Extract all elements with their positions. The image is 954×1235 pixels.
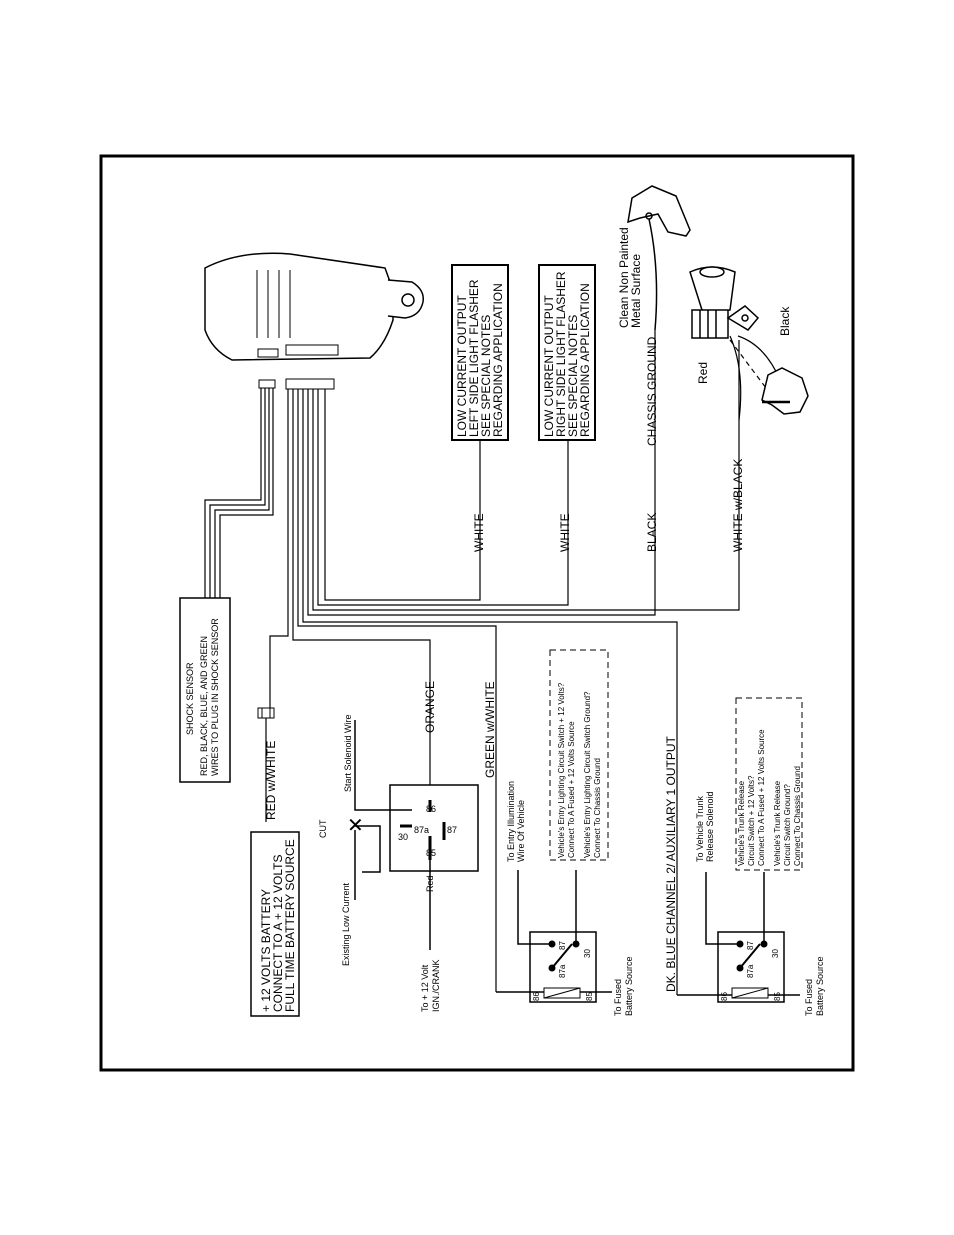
start-solenoid-label: Start Solenoid Wire [343,714,353,792]
entry-note-box [549,649,609,861]
trunk-pin-87a: 87a [746,964,755,978]
trunk-note-box [735,697,803,871]
trunk-note-3: Connect To A Fused + 12 Volts Source [757,729,766,866]
entry-pin-86: 86 [532,992,541,1001]
starter-pin-85: 85 [426,848,436,858]
right-flasher-line-2: RIGHT SIDE LIGHT FLASHER [554,271,568,437]
siren-mount [761,367,809,415]
entry-relay-wires [496,870,612,993]
entry-note-3: Vehicle's Entry Lighting Circuit Switch … [583,691,592,858]
label-white-1: WHITE [472,513,486,552]
label-white-2: WHITE [558,513,572,552]
entry-pin-85: 85 [585,992,594,1001]
entry-pin-87: 87 [558,941,567,950]
entry-pin-30: 30 [583,949,592,958]
left-flasher-line-1: LOW CURRENT OUTPUT [455,295,469,437]
trunk-pin-30: 30 [771,949,780,958]
ign-line-1: To + 12 Volt [420,964,430,1012]
shock-sensor-box [179,597,231,783]
ground-bracket [627,185,691,331]
trunk-pin-87: 87 [746,941,755,950]
starter-pin-87: 87 [447,825,457,835]
label-orange: ORANGE [423,681,437,733]
battery-line-1: + 12 VOLTS BATTERY [259,889,273,1012]
shock-sensor-line-3: WIRES TO PLUG IN SHOCK SENSOR [210,618,220,776]
to-entry-line-1: To Entry Illumination [506,781,516,862]
ground-note-1: Clean Non Painted [617,227,631,328]
label-channel2: DK. BLUE CHANNEL 2/ AUXILIARY 1 OUTPUT [664,735,678,992]
starter-red-label: Red [425,875,435,892]
left-flasher-line-4: REGARDING APPLICATION [491,283,505,437]
trunk-pin-85: 85 [773,992,782,1001]
entry-note-4: Connect To Chassis Ground [593,758,602,858]
battery-line-3: FULL TIME BATTERY SOURCE [283,839,297,1012]
battery-line-2: CONNECT TO A + 12 VOLTS [271,854,285,1012]
shock-sensor-line-2: RED, BLACK, BLUE, AND GREEN [199,636,209,776]
right-flasher-box [538,264,596,441]
starter-relay [389,784,479,872]
inline-fuse [257,707,275,822]
harness-wires [204,330,740,995]
trunk-note-1: Vehicle's Trunk Release [737,780,746,866]
shock-sensor-line-1: SHOCK SENSOR [185,662,195,735]
left-flasher-box [451,264,509,441]
right-flasher-line-4: REGARDING APPLICATION [578,283,592,437]
to-trunk-line-1: To Vehicle Trunk [695,795,705,862]
label-chassis-ground: CHASSIS GROUND [645,336,659,446]
siren-black-label: Black [778,306,792,336]
ground-note-2: Metal Surface [629,254,643,328]
entry-pin-87a: 87a [558,964,567,978]
harness-connector-main [285,378,335,390]
label-red-white: RED w/WHITE [264,741,278,820]
label-black: BLACK [645,513,659,552]
cut-label: CUT [318,819,328,838]
entry-note-1: Vehicle's Entry Lighting Circuit Switch … [557,682,566,858]
battery-box [250,831,300,1017]
starter-pin-30: 30 [398,832,408,842]
siren [689,266,760,339]
label-green-white: GREEN w/WHITE [483,681,497,778]
to-trunk-line-2: Release Solenoid [705,791,715,862]
trunk-note-4: Vehicle's Trunk Release [773,780,782,866]
trunk-note-2: Circuit Switch + 12 Volts? [747,775,756,866]
entry-note-2: Connect To A Fused + 12 Volts Source [567,721,576,858]
existing-low-current-label: Existing Low Current [341,882,351,966]
trunk-note-6: Connect To Chassis Ground [793,766,802,866]
cut-x: ✕ [347,815,364,837]
left-flasher-line-2: LEFT SIDE LIGHT FLASHER [467,279,481,437]
trunk-fused-1: To Fused [804,979,814,1016]
left-flasher-line-3: SEE SPECIAL NOTES [479,315,493,437]
to-entry-line-2: Wire Of Vehicle [516,800,526,862]
trunk-note-5: Circuit Switch Ground? [783,784,792,866]
starter-pin-87a: 87a [414,825,429,835]
entry-fused-2: Battery Source [624,956,634,1016]
starter-wires [354,720,431,950]
right-flasher-line-1: LOW CURRENT OUTPUT [542,295,556,437]
ign-line-2: IGN./CRANK [431,959,441,1012]
diagram-frame [99,154,855,1072]
entry-fused-1: To Fused [613,979,623,1016]
siren-red-label: Red [696,362,710,384]
control-module [204,252,425,361]
trunk-fused-2: Battery Source [815,956,825,1016]
trunk-relay-wires [677,872,800,996]
label-white-black: WHITE w/BLACK [731,459,745,552]
trunk-pin-86: 86 [720,992,729,1001]
starter-pin-86: 86 [426,804,436,814]
right-flasher-line-3: SEE SPECIAL NOTES [566,315,580,437]
harness-connector-small [258,379,276,389]
